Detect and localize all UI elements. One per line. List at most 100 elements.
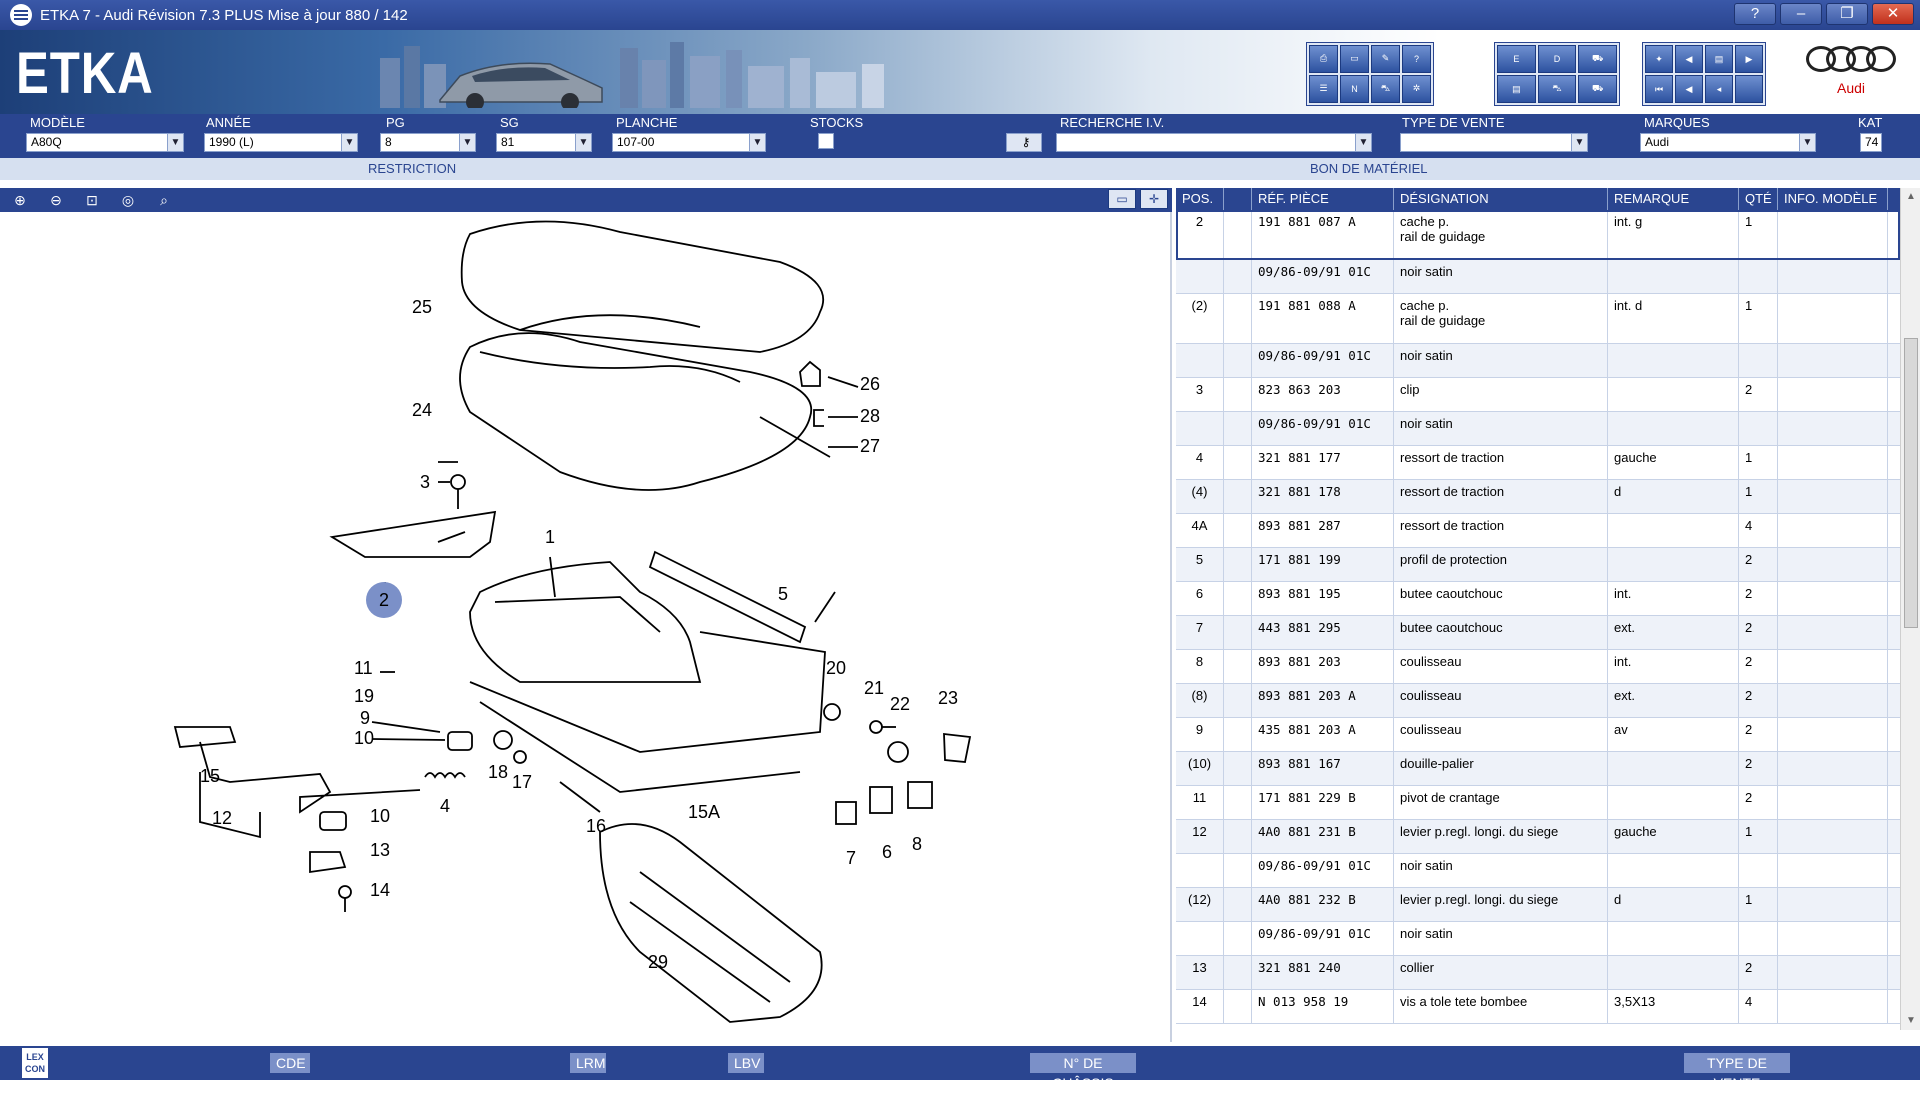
kat-field[interactable]: 74 (1860, 133, 1882, 152)
recherche-dropdown[interactable]: ▼ (1056, 133, 1372, 152)
callout-1[interactable]: 1 (545, 527, 556, 547)
search-icon[interactable]: ⌕ (160, 191, 168, 208)
callout-12[interactable]: 12 (212, 808, 233, 828)
nora-icon[interactable]: N (1340, 74, 1369, 103)
chassis-button[interactable]: N° DE CHÂSSIS (1030, 1053, 1136, 1091)
col-blank[interactable] (1224, 188, 1252, 210)
back-icon[interactable]: ◀ (1675, 75, 1703, 103)
document-icon[interactable]: ▤ (1497, 75, 1536, 103)
scroll-down-icon[interactable]: ▼ (1906, 1015, 1916, 1026)
callout-2-selected[interactable]: 2 (366, 582, 402, 618)
callout-5[interactable]: 5 (778, 584, 789, 604)
callout-27[interactable]: 27 (860, 436, 881, 456)
modele-dropdown[interactable]: A80Q▼ (26, 133, 184, 152)
lexcon-logo[interactable]: LEX CON (22, 1048, 48, 1078)
next-page-icon[interactable]: ▶ (1735, 45, 1763, 73)
lbv-button[interactable]: LBV (728, 1053, 764, 1073)
wheel-icon[interactable]: ✲ (1402, 74, 1431, 103)
callout-3[interactable]: 3 (420, 472, 431, 492)
callout-6[interactable]: 6 (882, 842, 893, 862)
callout-16[interactable]: 16 (586, 816, 607, 836)
move-icon[interactable]: ✛ (1140, 189, 1168, 209)
car-icon[interactable]: ⛍ (1371, 74, 1400, 103)
annee-dropdown[interactable]: 1990 (L)▼ (204, 133, 358, 152)
restriction-link[interactable]: RESTRICTION (368, 161, 457, 176)
page-icon[interactable]: ▤ (1705, 45, 1733, 73)
col-ref[interactable]: RÉF. PIÈCE (1252, 188, 1394, 210)
col-info-modele[interactable]: INFO. MODÈLE (1778, 188, 1888, 210)
app-menu-icon[interactable] (10, 4, 32, 26)
zoom-fit-icon[interactable]: ⊡ (86, 191, 98, 208)
callout-26[interactable]: 26 (860, 374, 881, 394)
callout-21[interactable]: 21 (864, 678, 885, 698)
type-vente-button[interactable]: TYPE DE VENTE (1684, 1053, 1790, 1091)
callout-8[interactable]: 8 (912, 834, 923, 854)
callout-15[interactable]: 15 (200, 766, 221, 786)
scroll-thumb[interactable] (1904, 338, 1918, 628)
bon-materiel-link[interactable]: BON DE MATÉRIEL (1310, 161, 1428, 176)
stocks-checkbox[interactable] (818, 133, 834, 149)
tools-icon[interactable]: ✎ (1371, 45, 1400, 73)
help-search-icon[interactable]: ? (1402, 45, 1431, 73)
depot-icon[interactable]: D (1537, 45, 1577, 73)
blank-button[interactable] (1735, 75, 1763, 103)
callout-14[interactable]: 14 (370, 880, 391, 900)
zoom-out-icon[interactable]: ⊖ (50, 191, 62, 208)
planche-dropdown[interactable]: 107-00▼ (612, 133, 766, 152)
table-scrollbar[interactable]: ▲ ▼ (1900, 188, 1920, 1030)
callout-11[interactable]: 11 (354, 658, 373, 678)
close-button[interactable]: ✕ (1872, 3, 1914, 25)
callout-19[interactable]: 19 (354, 686, 375, 706)
callout-15A[interactable]: 15A (688, 802, 721, 822)
minimize-button[interactable]: – (1780, 3, 1822, 25)
callout-24[interactable]: 24 (412, 400, 433, 420)
key-icon[interactable]: ⚷ (1006, 133, 1042, 152)
monitor-icon[interactable]: ▭ (1340, 45, 1369, 73)
callout-25[interactable]: 25 (412, 297, 433, 317)
callout-4[interactable]: 4 (440, 796, 451, 816)
scroll-up-icon[interactable]: ▲ (1906, 191, 1916, 202)
vehicle-icon[interactable]: ⛍ (1537, 75, 1577, 103)
layout-toggle-icon[interactable]: ▭ (1108, 189, 1136, 209)
callout-29[interactable]: 29 (648, 952, 669, 972)
callout-18[interactable]: 18 (488, 762, 509, 782)
col-pos[interactable]: POS. (1176, 188, 1224, 210)
callout-17[interactable]: 17 (512, 772, 533, 792)
zoom-100-icon[interactable]: ◎ (121, 191, 135, 208)
elsa-icon[interactable]: E (1497, 45, 1536, 73)
callout-7[interactable]: 7 (846, 848, 857, 868)
list-icon[interactable]: ☰ (1309, 74, 1338, 103)
print-icon[interactable]: ⎙ (1309, 45, 1338, 73)
pin-icon[interactable]: ✦ (1645, 45, 1673, 73)
callout-20[interactable]: 20 (826, 658, 847, 678)
callout-9[interactable]: 9 (360, 708, 371, 728)
cde-button[interactable]: CDE (270, 1053, 310, 1073)
col-designation[interactable]: DÉSIGNATION (1394, 188, 1608, 210)
callout-10a[interactable]: 10 (354, 728, 375, 748)
help-button[interactable]: ? (1734, 3, 1776, 25)
lrm-button[interactable]: LRM (570, 1053, 606, 1073)
callout-28[interactable]: 28 (860, 406, 881, 426)
col-remarque[interactable]: REMARQUE (1608, 188, 1739, 210)
pg-dropdown[interactable]: 8▼ (380, 133, 476, 152)
callout-23[interactable]: 23 (938, 688, 959, 708)
